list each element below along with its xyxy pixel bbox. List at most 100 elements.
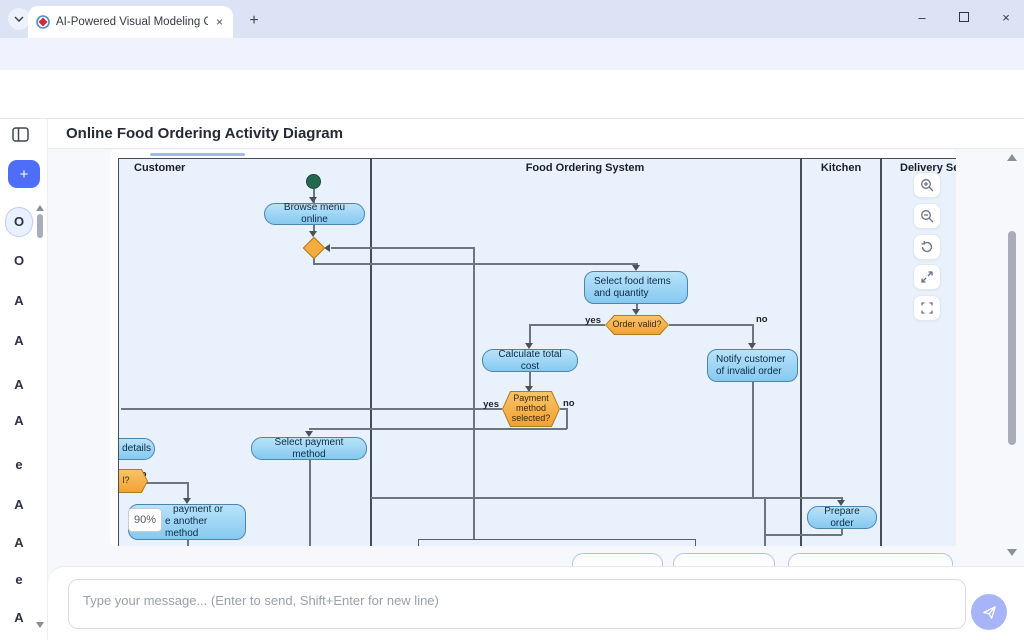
sidebar-item[interactable]: A	[14, 333, 24, 348]
connector-line	[331, 247, 473, 249]
activity-node[interactable]: Select food items and quantity	[584, 271, 688, 304]
sidebar-item[interactable]: e	[15, 457, 23, 472]
lane-title-delivery: Delivery Se	[900, 162, 956, 174]
start-node[interactable]	[306, 174, 321, 189]
sidebar-item[interactable]: A	[14, 377, 24, 392]
message-input[interactable]	[68, 579, 966, 629]
connector-line	[131, 482, 187, 484]
connector-line	[313, 189, 315, 203]
fullscreen-icon	[921, 302, 933, 314]
lane-title-system: Food Ordering System	[525, 162, 645, 174]
scroll-up-icon[interactable]	[1007, 154, 1017, 161]
connector-line	[669, 324, 753, 326]
reset-view-button[interactable]	[913, 234, 941, 260]
page-title: Online Food Ordering Activity Diagram	[66, 125, 343, 142]
sidebar-item[interactable]: A	[14, 610, 24, 625]
activity-diagram-canvas[interactable]: Customer Food Ordering System Kitchen De…	[118, 158, 956, 546]
connector-line	[752, 382, 754, 498]
activity-node[interactable]: Prepare order	[807, 506, 877, 529]
sidebar-item[interactable]: A	[14, 535, 24, 550]
lane-title-customer: Customer	[134, 162, 186, 174]
browser-toolbar: ← → ai-toolbox.visual-paradigm.com/app/c…	[0, 38, 1024, 105]
page-title-bar: Online Food Ordering Activity Diagram	[48, 119, 1024, 149]
sidebar-item[interactable]: A	[14, 497, 24, 512]
sidebar-scroll-down-icon[interactable]	[36, 622, 44, 628]
node-text-line: e another method	[165, 516, 208, 539]
arrowhead	[837, 500, 845, 506]
scrollbar-thumb[interactable]	[1008, 231, 1016, 445]
sidebar-item[interactable]: O	[13, 253, 25, 268]
browser-tab[interactable]: AI-Powered Visual Modeling Ch ×	[28, 6, 233, 38]
reset-icon	[921, 241, 933, 253]
lane-divider	[370, 159, 372, 546]
edge-label-no: no	[756, 314, 768, 325]
decision-hexagon[interactable]: Payment method selected?	[502, 391, 560, 427]
zoom-level-badge: 90%	[128, 508, 162, 532]
activity-node[interactable]: Select payment method	[251, 437, 367, 460]
arrowhead	[183, 498, 191, 504]
connector-line	[529, 324, 531, 344]
fullscreen-button[interactable]	[913, 295, 941, 321]
node-text-line: payment or	[173, 504, 224, 516]
arrowhead	[525, 386, 533, 392]
new-tab-button[interactable]: +	[249, 12, 259, 29]
arrowhead	[632, 265, 640, 271]
zoom-out-button[interactable]	[913, 203, 941, 229]
tab-close-icon[interactable]: ×	[215, 15, 223, 29]
connector-line	[566, 408, 568, 429]
connector-line	[560, 408, 567, 410]
edge-label-no: no	[563, 398, 575, 409]
chevron-down-icon	[14, 16, 24, 22]
send-button[interactable]	[971, 594, 1007, 630]
arrowhead	[309, 231, 317, 237]
decision-hexagon[interactable]: Order valid?	[605, 315, 669, 335]
new-chat-button[interactable]: +	[8, 160, 40, 188]
sidebar-item[interactable]: e	[15, 572, 23, 587]
connector-line	[764, 534, 842, 536]
connector-line	[841, 529, 843, 535]
window-maximize-button[interactable]	[944, 0, 984, 34]
arrowhead	[632, 309, 640, 315]
activity-node[interactable]: Calculate total cost	[482, 349, 578, 372]
tab-search-button[interactable]	[8, 8, 30, 30]
sidebar-toggle-icon[interactable]	[12, 127, 29, 142]
sidebar-scrollbar-thumb[interactable]	[37, 214, 43, 238]
window-minimize-button[interactable]: –	[918, 9, 926, 25]
connector-line	[529, 371, 531, 387]
decision-hexagon-clipped[interactable]: l?	[119, 469, 148, 493]
sidebar: + O O A A A A e A A e A	[0, 119, 48, 640]
tab-title: AI-Powered Visual Modeling Ch	[56, 16, 208, 28]
connector-line	[764, 498, 766, 546]
app-header: Chatbot Powered by Visual Paradigm More …	[0, 70, 1024, 182]
decision-diamond[interactable]	[302, 236, 326, 260]
maximize-icon	[959, 12, 969, 22]
lane-divider	[800, 159, 802, 546]
activity-node[interactable]: Browse menu online	[264, 202, 365, 225]
sidebar-scroll-up-icon[interactable]	[36, 205, 44, 211]
activity-node[interactable]: Notify customer of invalid order	[707, 349, 798, 382]
fit-to-screen-button[interactable]	[913, 264, 941, 290]
connector-line	[371, 497, 841, 499]
edge-label-yes: yes	[483, 399, 499, 410]
connector-line	[636, 304, 638, 310]
tab-favicon	[36, 15, 50, 29]
sidebar-item[interactable]: O	[13, 214, 25, 229]
active-chat-highlight	[5, 207, 33, 237]
expand-icon	[921, 271, 933, 283]
diagram-horizontal-scrollbar[interactable]	[150, 153, 245, 156]
sidebar-item[interactable]: A	[14, 293, 24, 308]
sidebar-item[interactable]: A	[14, 413, 24, 428]
decision-label: l?	[119, 470, 147, 492]
scroll-down-icon[interactable]	[1007, 549, 1017, 556]
lane-divider	[880, 159, 882, 546]
zoom-in-icon	[921, 179, 934, 192]
connector-line	[529, 324, 605, 326]
activity-node-clipped[interactable]: details	[119, 438, 155, 460]
lane-title-kitchen: Kitchen	[820, 162, 862, 174]
zoom-in-button[interactable]	[913, 172, 941, 198]
window-close-button[interactable]: ×	[1002, 9, 1010, 25]
chat-input-bar	[48, 567, 1024, 640]
connector-line	[309, 428, 567, 430]
edge-label-yes: yes	[585, 315, 601, 326]
